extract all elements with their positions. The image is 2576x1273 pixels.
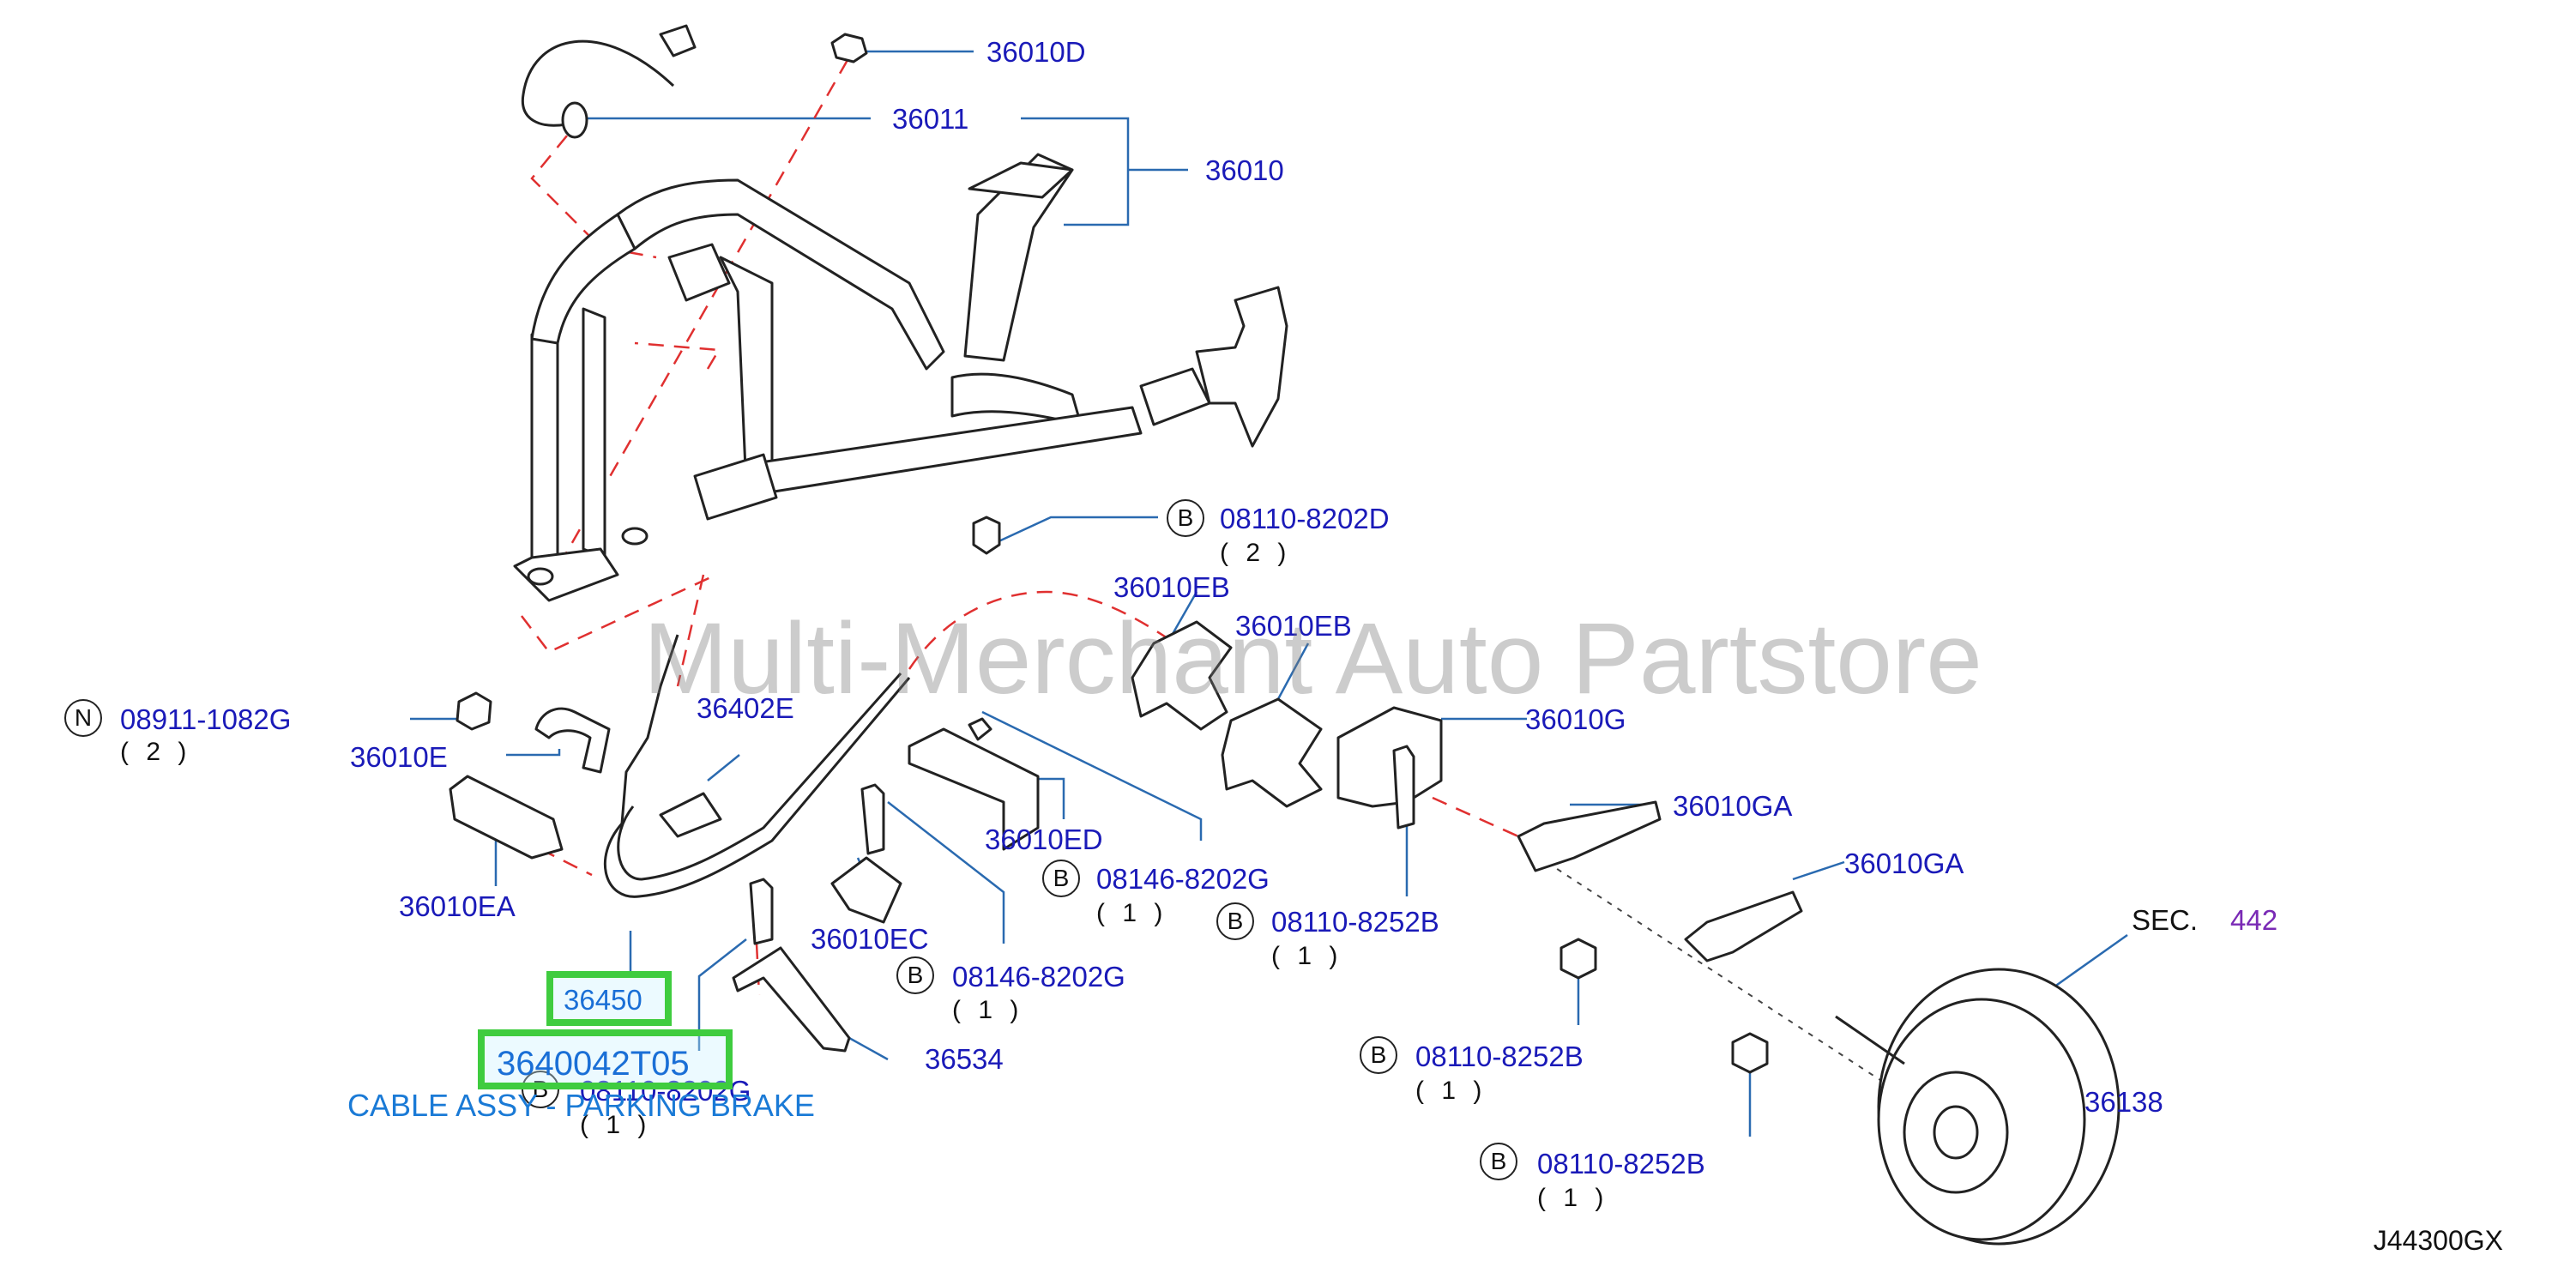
nut-type-badge: N (64, 699, 102, 737)
highlighted-part-number[interactable]: 36450 (546, 971, 672, 1026)
small-parts (449, 33, 2079, 1203)
bolt-type-badge: B (1216, 902, 1254, 940)
label-36010EA[interactable]: 36010EA (399, 890, 516, 922)
qty-08110-8202G: ( 1 ) (580, 1111, 652, 1139)
sec-prefix: SEC. (2132, 904, 2199, 936)
bolt-type-badge: B (1167, 499, 1204, 537)
label-36010GA-2[interactable]: 36010GA (1844, 848, 1964, 879)
label-36010EB-2[interactable]: 36010EB (1235, 610, 1352, 642)
pedal-assembly (513, 24, 1288, 602)
label-08110-8202G[interactable]: 08110-8202G (580, 1075, 751, 1107)
cable-assembly-caption[interactable]: CABLE ASSY - PARKING BRAKE (347, 1088, 815, 1123)
label-36010GA[interactable]: 36010GA (1673, 790, 1793, 822)
label-08110-8252B-3[interactable]: 08110-8252B (1537, 1148, 1705, 1179)
label-36011[interactable]: 36011 (892, 103, 969, 135)
qty-08110-8252B-3: ( 1 ) (1537, 1184, 1609, 1212)
label-36138[interactable]: 36138 (2084, 1086, 2163, 1118)
label-08110-8252B[interactable]: 08110-8252B (1271, 906, 1439, 938)
label-08110-8252B-2[interactable]: 08110-8252B (1415, 1041, 1584, 1072)
highlighted-oem-label: 3640042T05 (497, 1045, 690, 1083)
highlighted-oem-number[interactable]: 3640042T05 (478, 1029, 733, 1089)
label-08911-1082G[interactable]: 08911-1082G (120, 703, 292, 735)
label-36534[interactable]: 36534 (925, 1043, 1004, 1075)
label-36010D[interactable]: 36010D (986, 36, 1086, 68)
brake-cable (603, 634, 911, 898)
label-08110-8202D[interactable]: 08110-8202D (1220, 503, 1390, 534)
label-36010ED[interactable]: 36010ED (985, 824, 1103, 855)
qty-08110-8202D: ( 2 ) (1220, 539, 1292, 567)
label-36010E[interactable]: 36010E (350, 741, 448, 773)
label-36010EB[interactable]: 36010EB (1113, 571, 1230, 603)
qty-08146-8202G-2: ( 1 ) (952, 996, 1024, 1024)
brake-booster (1835, 968, 2121, 1246)
label-08146-8202G[interactable]: 08146-8202G (1096, 863, 1270, 895)
label-36010EC[interactable]: 36010EC (811, 923, 929, 955)
bolt-type-badge: B (1360, 1036, 1397, 1074)
bolt-type-badge: B (896, 956, 934, 994)
qty-08911-1082G: ( 2 ) (120, 738, 192, 766)
bolt-type-badge: B (1042, 860, 1080, 897)
sec-number-link[interactable]: 442 (2230, 904, 2278, 936)
label-36010[interactable]: 36010 (1205, 154, 1284, 186)
qty-08110-8252B-2: ( 1 ) (1415, 1077, 1487, 1105)
bolt-type-badge: B (1480, 1143, 1517, 1180)
label-08146-8202G-2[interactable]: 08146-8202G (952, 961, 1125, 992)
qty-08110-8252B: ( 1 ) (1271, 942, 1343, 970)
highlighted-part-label: 36450 (564, 984, 642, 1016)
diagram-code: J44300GX (2373, 1225, 2503, 1256)
label-36010G[interactable]: 36010G (1525, 703, 1626, 735)
label-36402E[interactable]: 36402E (697, 692, 794, 724)
qty-08146-8202G: ( 1 ) (1096, 899, 1168, 927)
